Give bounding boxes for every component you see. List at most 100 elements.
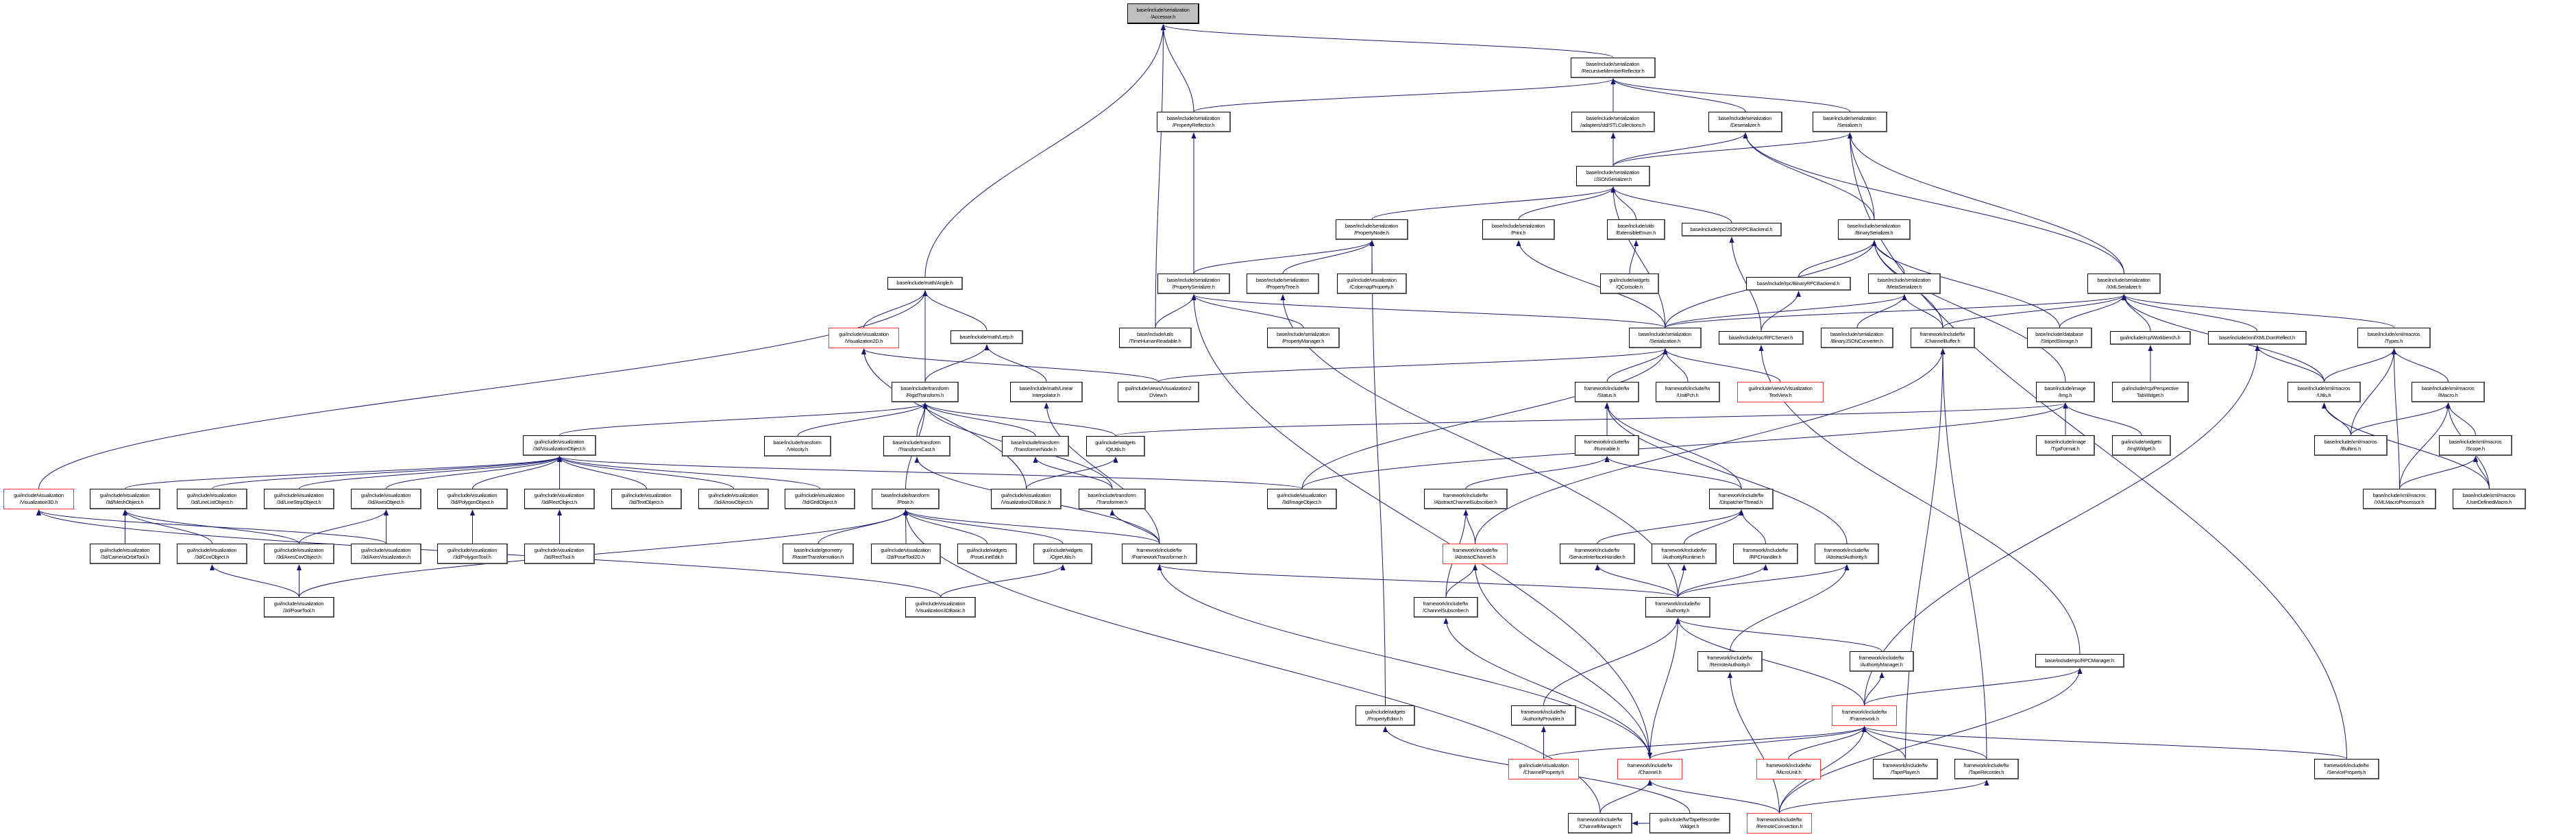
graph-node-accessor[interactable]: base/include/serialization/Accessor.h (1127, 3, 1199, 24)
graph-node-qtUtils[interactable]: gui/include/widgets/QtUtils.h (1086, 436, 1145, 457)
graph-node-covObj[interactable]: gui/include/visualization/3d/CovObject.h (177, 544, 247, 564)
graph-node-colormap[interactable]: gui/include/visualization/ColormapProper… (1337, 274, 1407, 294)
graph-node-qconsole[interactable]: gui/include/widgets/QConsole.h (1600, 274, 1659, 294)
graph-node-visObj[interactable]: gui/include/visualization/3d/Visualizati… (523, 435, 596, 456)
graph-node-transCast[interactable]: base/include/transform/TransformCast.h (883, 436, 950, 457)
graph-node-axesCov[interactable]: gui/include/visualization/3d/AxesCovObje… (264, 544, 334, 564)
graph-node-gridObj[interactable]: gui/include/visualization/3d/GridObject.… (785, 489, 855, 509)
graph-node-binJson[interactable]: base/include/serialization/BinaryJSONCon… (1821, 328, 1893, 348)
graph-node-velocity[interactable]: base/include/transform/Velocity.h (764, 436, 831, 457)
graph-node-poseLineEdit[interactable]: gui/include/widgets/PoseLineEdit.h (957, 544, 1017, 564)
graph-node-propEditor[interactable]: gui/include/widgets/PropertyEditor.h (1356, 705, 1415, 726)
graph-node-userMacro[interactable]: base/include/xml/macros/UserDefinedMacro… (2453, 489, 2526, 509)
graph-node-axesObj[interactable]: gui/include/visualization/3d/AxesObject.… (351, 489, 421, 509)
graph-node-camOrbit[interactable]: gui/include/visualization/3d/CameraOrbit… (90, 544, 160, 564)
graph-node-json[interactable]: base/include/serialization/JSONSerialize… (1576, 166, 1650, 186)
graph-node-imgWidget[interactable]: gui/include/widgets/ImgWidget.h (2112, 435, 2171, 456)
graph-node-polygonTool[interactable]: gui/include/visualization/3d/PolygonTool… (437, 544, 508, 564)
graph-node-scope[interactable]: base/include/xml/macros/Scope.h (2439, 435, 2512, 456)
graph-node-xmlMacroProc[interactable]: base/include/xml/macros/XMLMacroProcesso… (2363, 489, 2436, 509)
graph-node-transformer[interactable]: base/include/transform/Transformer.h (1079, 489, 1146, 509)
graph-node-rpcHandler[interactable]: framework/include/fw/RPCHandler.h (1733, 544, 1798, 564)
graph-node-striped[interactable]: base/include/database/StripedStorage.h (2027, 328, 2092, 348)
graph-node-lineStrip[interactable]: gui/include/visualization/3d/LineStripOb… (264, 489, 334, 509)
graph-node-xmlSer[interactable]: base/include/serialization/XMLSerializer… (2087, 274, 2161, 294)
graph-node-tapePlayer[interactable]: framework/include/fw/TapePlayer.h (1873, 759, 1938, 779)
graph-node-builtins[interactable]: base/include/xml/macros/Builtins.h (2314, 435, 2388, 456)
graph-node-absChanSub[interactable]: framework/include/fw/AbstractChannelSubs… (1424, 489, 1508, 509)
graph-node-vis2d[interactable]: gui/include/visualization/Visualization2… (829, 328, 899, 348)
graph-node-serialization[interactable]: base/include/serialization/Serialization… (1629, 328, 1702, 348)
graph-node-binSer[interactable]: base/include/serialization/BinarySeriali… (1838, 219, 1911, 240)
graph-node-vis3dBasic[interactable]: gui/include/visualization/Visualization3… (905, 597, 976, 618)
graph-node-ser[interactable]: base/include/serialization/Serializer.h (1813, 112, 1887, 132)
graph-node-extEnum[interactable]: base/include/utils/ExtensibleEnum.h (1607, 219, 1665, 240)
graph-node-workbench[interactable]: gui/include/rcp/Workbench.h (2110, 331, 2191, 345)
graph-node-rmr[interactable]: base/include/serialization/RecursiveMemb… (1571, 58, 1656, 78)
graph-node-channel[interactable]: framework/include/fw/Channel.h (1617, 759, 1682, 779)
graph-node-tga[interactable]: base/include/image/TgaFormat.h (2036, 435, 2095, 456)
graph-node-rectObj[interactable]: gui/include/visualization/3d/RectObject.… (524, 489, 595, 509)
graph-node-raster[interactable]: base/include/geometry/RasterTransformati… (783, 544, 854, 564)
graph-node-poseTool[interactable]: gui/include/visualization/3d/PoseTool.h (264, 597, 334, 618)
graph-node-transNode[interactable]: base/include/transform/TransformerNode.h (1002, 436, 1069, 457)
graph-node-authMgr[interactable]: framework/include/fw/AuthorityManager.h (1850, 651, 1914, 672)
graph-node-microUnit[interactable]: framework/include/fw/MicroUnit.h (1756, 759, 1821, 779)
graph-node-stdColl[interactable]: base/include/serialization/adapters/std/… (1571, 112, 1655, 132)
graph-node-absChannel[interactable]: framework/include/fw/AbstractChannel.h (1443, 544, 1508, 564)
graph-node-xmlUtils[interactable]: base/include/xml/macros/Utils.h (2287, 382, 2361, 402)
graph-node-runnable[interactable]: framework/include/fw/Runnable.h (1575, 435, 1639, 456)
graph-node-types[interactable]: base/include/xml/macros/Types.h (2357, 328, 2431, 348)
graph-node-imacro[interactable]: base/include/xml/macros/IMacro.h (2412, 382, 2485, 402)
graph-node-metaSer[interactable]: base/include/serialization/MetaSerialize… (1868, 274, 1941, 294)
graph-node-propMgr[interactable]: base/include/serialization/PropertyManag… (1267, 328, 1340, 348)
graph-node-vis2dBasic[interactable]: gui/include/visualization/Visualization2… (991, 489, 1062, 509)
graph-node-lineList[interactable]: gui/include/visualization/3d/LineListObj… (177, 489, 247, 509)
graph-node-propTree[interactable]: base/include/serialization/PropertyTree.… (1247, 274, 1319, 294)
graph-node-chanBuf[interactable]: framework/include/fw/ChannelBuffer.h (1911, 328, 1975, 348)
graph-node-authority[interactable]: framework/include/fw/Authority.h (1645, 597, 1710, 618)
graph-node-vis3d[interactable]: gui/include/visualization/Visualization3… (3, 489, 74, 509)
graph-node-rectTool[interactable]: gui/include/visualization/3d/RectTool.h (524, 544, 595, 564)
graph-node-axesVis[interactable]: gui/include/visualization/3d/AxesVisuali… (351, 544, 421, 564)
graph-node-chanSub[interactable]: framework/include/fw/ChannelSubscriber.h (1414, 597, 1478, 618)
graph-node-rpcServer[interactable]: base/include/rpc/RPCServer.h (1719, 331, 1804, 345)
graph-node-jsonRpc[interactable]: base/include/rpc/JSONRPCBackend.h (1682, 223, 1782, 236)
graph-node-propSer[interactable]: base/include/serialization/PropertySeria… (1157, 274, 1230, 294)
graph-node-remoteAuth[interactable]: framework/include/fw/RemoteAuthority.h (1697, 651, 1763, 672)
graph-node-propNode[interactable]: base/include/serialization/PropertyNode.… (1336, 219, 1408, 240)
graph-node-authRuntime[interactable]: framework/include/fw/AuthorityRuntime.h (1652, 544, 1717, 564)
graph-node-chanProp[interactable]: gui/include/visualization/ChannelPropert… (1508, 759, 1579, 779)
graph-node-angle[interactable]: base/include/math/Angle.h (887, 277, 963, 290)
graph-node-remoteConn[interactable]: framework/include/fw/RemoteConnection.h (1747, 813, 1812, 834)
graph-node-deser[interactable]: base/include/serialization/Deserializer.… (1708, 112, 1782, 132)
graph-node-absAuthority[interactable]: framework/include/fw/AbstractAuthority.h (1815, 544, 1879, 564)
graph-node-arrowObj[interactable]: gui/include/visualization/3d/ArrowObject… (698, 489, 769, 509)
graph-node-status[interactable]: framework/include/fw/Status.h (1575, 382, 1639, 402)
graph-node-ogreUtils[interactable]: gui/include/widgets/OgreUtils.h (1033, 544, 1092, 564)
graph-node-print[interactable]: base/include/serialization/Print.h (1482, 219, 1555, 240)
graph-node-tapeRecorder[interactable]: framework/include/fw/TapeRecorder.h (1954, 759, 2019, 779)
graph-node-rigid[interactable]: base/include/transform/RigidTransform.h (892, 382, 959, 402)
graph-node-framework[interactable]: framework/include/fw/Framework.h (1832, 705, 1897, 726)
graph-node-mesh[interactable]: gui/include/visualization/3d/MeshObject.… (90, 489, 160, 509)
graph-node-dispatcher[interactable]: framework/include/fw/DispatcherThread.h (1709, 489, 1774, 509)
graph-node-unitPch[interactable]: framework/include/fw/UnitPch.h (1656, 382, 1720, 402)
graph-node-fwTransformer[interactable]: framework/include/fw/FrameworkTransforme… (1122, 544, 1197, 564)
graph-node-poseTool2D[interactable]: gui/include/visualization/2d/PoseTool2D.… (871, 544, 941, 564)
graph-node-imageObj[interactable]: gui/include/visualization/3d/ImageObject… (1267, 489, 1337, 509)
graph-node-xmlDom[interactable]: base/include/xml/XMLDomReflect.h (2208, 331, 2307, 345)
graph-node-chanMgr[interactable]: framework/include/fw/ChannelManager.h (1568, 813, 1632, 834)
graph-node-authProvider[interactable]: framework/include/fw/AuthorityProvider.h (1511, 705, 1576, 726)
graph-node-svcProp[interactable]: framework/include/fw/ServiceProperty.h (2314, 759, 2379, 779)
graph-node-pose[interactable]: base/include/transform/Pose.h (872, 489, 940, 509)
graph-node-img[interactable]: base/include/image/Img.h (2036, 382, 2095, 402)
graph-node-textObj[interactable]: gui/include/visualization/3d/TextObject.… (611, 489, 682, 509)
graph-node-svcIface[interactable]: framework/include/fw/ServiceInterfaceHan… (1560, 544, 1635, 564)
graph-node-lerp[interactable]: base/include/math/Lerp.h (950, 330, 1023, 344)
graph-node-binRpc[interactable]: base/include/rpc/BinaryRPCBackend.h (1746, 277, 1851, 291)
